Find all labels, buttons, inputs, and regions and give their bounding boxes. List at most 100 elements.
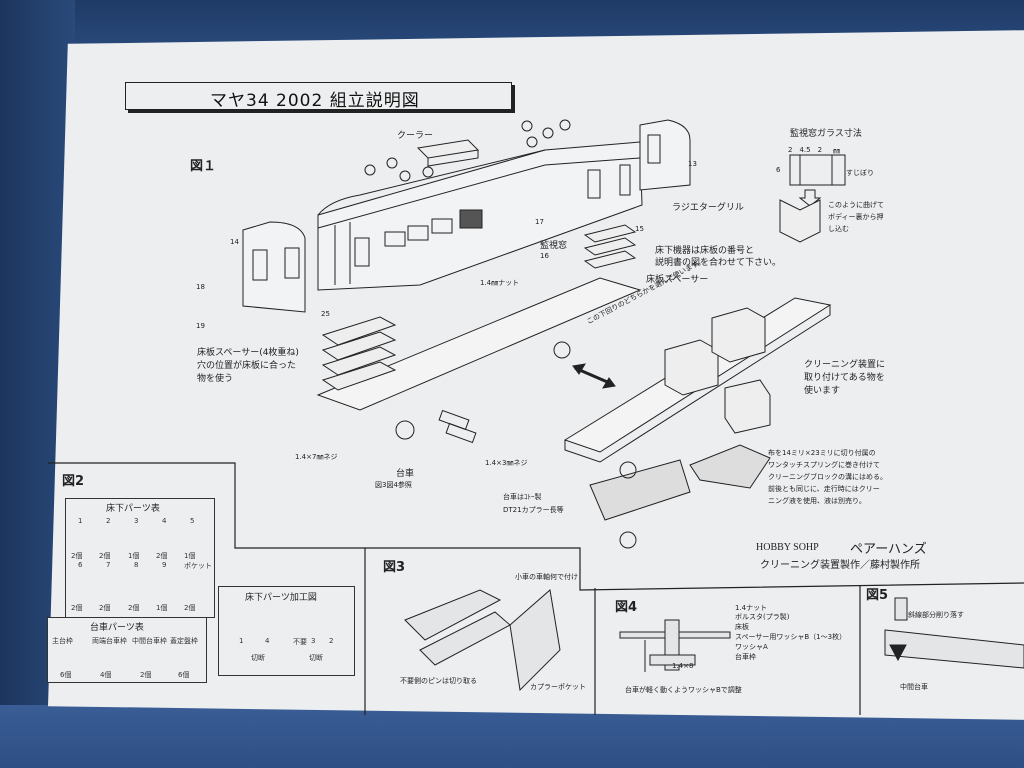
glass-note-1: このように曲げて	[828, 201, 884, 209]
fig5-label: 図5	[866, 588, 889, 603]
under-qty-9: 1個	[156, 604, 168, 612]
fig4-bolster: ボルスタ(プラ製)	[735, 613, 790, 621]
fig3-label: 図3	[383, 560, 406, 575]
bogie-qty-3: 2個	[140, 671, 152, 679]
fig2-label: 図2	[62, 474, 85, 489]
end-panel-left	[242, 221, 306, 313]
under-qty-7: 2個	[99, 604, 111, 612]
glass-side: 6	[776, 166, 781, 174]
under-col-5: 5	[190, 517, 195, 525]
maker-line: クリーニング装置製作／藤村製作所	[760, 560, 920, 571]
bogie-qty-1: 6個	[60, 671, 72, 679]
unneeded-label: 不要	[293, 638, 307, 646]
fig5-note: 斜線部分削り落す	[908, 611, 964, 619]
cleaning-note-2: 取り付けてある物を	[804, 373, 885, 383]
maker-jp: ペアーハンズ	[850, 542, 927, 557]
bogie-col-2: 両端台車枠	[92, 637, 127, 645]
under-col-9: 9	[162, 561, 167, 569]
fig1-label: 図１	[190, 159, 217, 174]
monitor-window-part	[459, 209, 483, 229]
cut-label-2: 切断	[309, 654, 323, 662]
maker-en: HOBBY SOHP	[756, 542, 819, 553]
fig4-label: 図4	[615, 600, 638, 615]
glass-dims: 2 4.5 2	[788, 146, 823, 154]
fig4-nut: 1.4ナット	[735, 604, 768, 612]
bogie-note-2: DT21カプラー長等	[503, 506, 564, 514]
cooler	[416, 139, 480, 159]
under-equipment-note-1: 床下機器は床板の番号と	[655, 246, 755, 256]
glass-note-3: し込む	[828, 225, 849, 233]
bogie-col-4: 蓋定盤枠	[170, 637, 198, 645]
floor-plate	[316, 277, 642, 411]
bogie-parts-table-title: 台車パーツ表	[90, 623, 144, 633]
bogie-qty-2: 4個	[100, 671, 112, 679]
fig4-bottom-note: 台車が軽く動くようワッシャBで調整	[625, 686, 742, 694]
processing-num-4: 4	[265, 637, 270, 645]
screw-7-label: 1.4×7㎜ネジ	[295, 453, 338, 461]
cloth-note-5: ニング液を使用、液は別売り。	[768, 497, 866, 505]
radiator-label: ラジエターグリル	[672, 203, 744, 213]
fig4-floor: 床板	[735, 623, 749, 631]
bogie	[589, 459, 691, 521]
fig4-washer-a: ワッシャA	[735, 643, 768, 651]
processing-title: 床下パーツ加工図	[245, 593, 317, 603]
screw-3-label: 1.4×3㎜ネジ	[485, 459, 528, 467]
spacer-note-1: 床板スペーサー(4枚重ね)	[197, 348, 299, 358]
bogie-qty-4: 6個	[178, 671, 190, 679]
under-qty-5: 1個	[184, 552, 196, 560]
bogie-parts-table: 台車パーツ表 主台枠 両端台車枠 中間台車枠 蓋定盤枠 6個 4個 2個 6個	[47, 617, 207, 683]
bogie-note-1: 台車はｺﾄｰ製	[503, 493, 542, 501]
under-qty-1: 2個	[71, 552, 83, 560]
cleaning-note-1: クリーニング装置に	[804, 360, 886, 370]
processing-num-3: 3	[311, 637, 316, 645]
glass-unit: ㎜	[833, 147, 840, 155]
bogie-col-1: 主台枠	[52, 637, 73, 645]
part-number-13: 13	[688, 160, 697, 168]
part-number-14: 14	[230, 238, 239, 246]
processing-box: 床下パーツ加工図 1 4 不要 3 2 切断 切断	[218, 586, 355, 676]
cut-label-1: 切断	[251, 654, 265, 662]
cloth-note-4: 前後とも同じに、走行時にはクリー	[768, 485, 880, 493]
spacer-note-2: 穴の位置が床板に合った	[197, 361, 297, 371]
glass-fold: すじぼり	[846, 169, 874, 177]
under-col-3: 3	[134, 517, 139, 525]
door-window	[354, 237, 370, 267]
glass-note-2: ボディー裏から押	[828, 213, 884, 221]
bogie-label: 台車	[396, 469, 415, 479]
part-number-15: 15	[635, 225, 644, 233]
processing-num-2: 2	[329, 637, 334, 645]
fig5-bogie: 中間台車	[900, 683, 928, 691]
bogie-col-3: 中間台車枠	[132, 637, 167, 645]
under-col-7: 7	[106, 561, 111, 569]
under-qty-8: 2個	[128, 604, 140, 612]
under-col-8: 8	[134, 561, 139, 569]
fig3-coupler: カプラーポケット	[530, 683, 586, 691]
bogie-ref-label: 図3図4参照	[375, 481, 412, 489]
monitor-window-label: 監視窓	[540, 241, 568, 251]
under-col-1: 1	[78, 517, 83, 525]
glass-title: 監視窓ガラス寸法	[790, 129, 862, 139]
fig4-washer-b: スペーサー用ワッシャB（1〜3枚）	[735, 633, 847, 641]
under-parts-table: 床下パーツ表 1 2 3 4 5 2個 2個 1個 2個 1個 6 7 8 9 …	[65, 498, 215, 618]
part-number-16: 16	[540, 252, 549, 260]
cloth-note-3: クリーニングブロックの溝にはめる。	[768, 473, 887, 481]
cloth-note-1: 布を14ミリ×23ミリに切り付属の	[768, 449, 876, 457]
fig4-screw: 1.4×8	[672, 662, 694, 670]
part-number-17: 17	[535, 218, 544, 226]
cooler-label: クーラー	[397, 131, 434, 141]
cleaning-note-3: 使います	[804, 386, 841, 396]
under-parts-table-title: 床下パーツ表	[106, 504, 160, 514]
cleaning-block	[689, 444, 771, 489]
under-col-2: 2	[106, 517, 111, 525]
part-number-25: 25	[321, 310, 330, 318]
processing-num-1: 1	[239, 637, 244, 645]
under-qty-3: 1個	[128, 552, 140, 560]
floor-spacer-label: 床板スペーサー	[646, 275, 709, 285]
end-panel-right	[639, 119, 691, 191]
under-col-6: 6	[78, 561, 83, 569]
under-col-4: 4	[162, 517, 167, 525]
title-box	[125, 82, 512, 110]
part-number-18: 18	[196, 283, 205, 291]
fig3-note-top: 小車の車軸何で付け	[515, 573, 578, 581]
